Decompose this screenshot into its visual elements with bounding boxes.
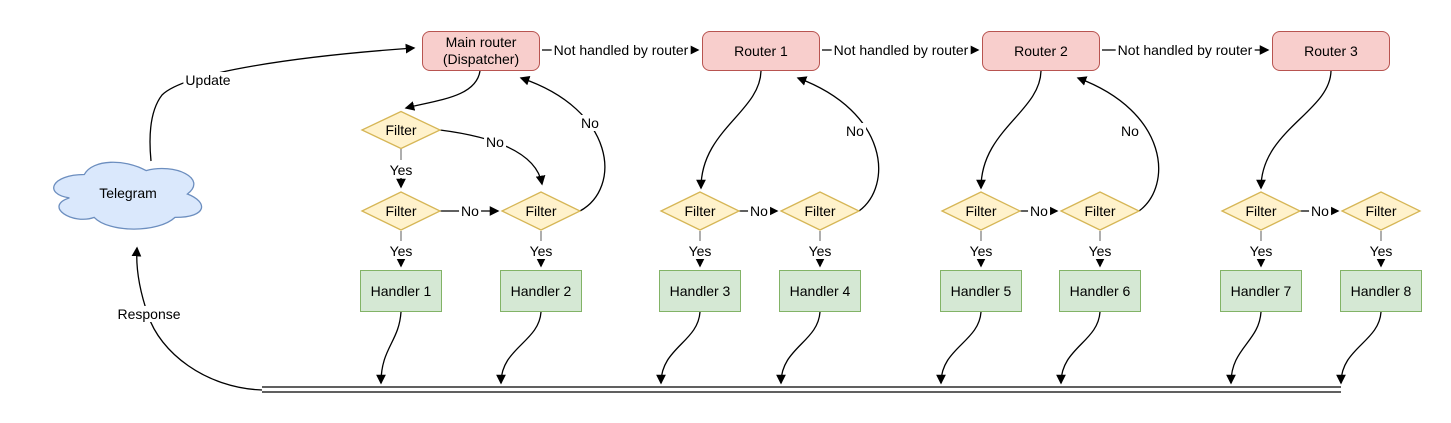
- filter-label-dispatcher-top: Filter: [385, 122, 417, 138]
- no-return-dispatcher-arrow: [519, 76, 606, 212]
- telegram-cloud-shape: [53, 161, 203, 230]
- handler8-label: Handler 8: [1350, 283, 1412, 299]
- handler3-label: Handler 3: [669, 283, 731, 299]
- router2-node: Router 2: [982, 31, 1100, 71]
- handler7-out-arrow: [1226, 311, 1262, 385]
- handler6-node: Handler 6: [1059, 270, 1141, 312]
- filter-label-col2: Filter: [525, 203, 557, 219]
- no-label-top-filter: No: [484, 134, 506, 150]
- no-label-return-dispatcher: No: [579, 115, 601, 131]
- handler6-label: Handler 6: [1069, 283, 1131, 299]
- filter-label-col5: Filter: [965, 203, 997, 219]
- not-handled-label-3: Not handled by router: [1115, 42, 1255, 58]
- filter-label-col7: Filter: [1245, 203, 1277, 219]
- no-label-pair-2: No: [748, 203, 770, 219]
- main-router-node: Main router (Dispatcher): [422, 31, 540, 71]
- router1-node: Router 1: [702, 31, 820, 71]
- handler4-node: Handler 4: [779, 270, 861, 312]
- router2-label: Router 2: [1014, 42, 1068, 59]
- handler2-label: Handler 2: [510, 283, 572, 299]
- yes-label-col3: Yes: [686, 243, 714, 259]
- yes-label-col1: Yes: [387, 243, 415, 259]
- no-return-router1-arrow: [796, 76, 880, 212]
- dispatcher-to-filter-arrow: [404, 70, 481, 111]
- handler5-out-arrow: [936, 311, 982, 385]
- no-label-pair-3: No: [1028, 203, 1050, 219]
- handler6-out-arrow: [1056, 311, 1101, 385]
- no-label-return-router2: No: [1119, 123, 1141, 139]
- telegram-cloud-label: Telegram: [99, 185, 157, 201]
- handler8-node: Handler 8: [1340, 270, 1422, 312]
- filter-diamond-col1: [360, 191, 442, 231]
- update-arrow: [149, 43, 416, 162]
- handler5-node: Handler 5: [940, 270, 1022, 312]
- handler1-out-arrow: [376, 311, 402, 385]
- handler4-out-arrow: [776, 311, 821, 385]
- filter-diamond-col4: [779, 191, 861, 231]
- handler1-label: Handler 1: [370, 283, 432, 299]
- filter-diamond-dispatcher-top: [360, 110, 442, 150]
- filter-diamond-col2: [500, 191, 582, 231]
- handler2-node: Handler 2: [500, 270, 582, 312]
- response-arrow: [131, 246, 263, 391]
- yes-label-col8: Yes: [1367, 243, 1395, 259]
- filter-diamond-col3: [659, 191, 741, 231]
- yes-label-top-filter: Yes: [387, 162, 415, 178]
- main-router-label-line2: (Dispatcher): [442, 51, 520, 67]
- no-label-pair-1: No: [459, 203, 481, 219]
- filter-label-col1: Filter: [385, 203, 417, 219]
- no-label-pair-4: No: [1309, 203, 1331, 219]
- filter-label-col8: Filter: [1365, 203, 1397, 219]
- router3-label: Router 3: [1304, 42, 1358, 59]
- filter-diamond-col5: [940, 191, 1022, 231]
- router1-label: Router 1: [734, 42, 788, 59]
- filter-diamond-col7: [1220, 191, 1302, 231]
- router3-node: Router 3: [1272, 31, 1390, 71]
- handler2-out-arrow: [496, 311, 542, 385]
- yes-label-col7: Yes: [1247, 243, 1275, 259]
- filter-label-col6: Filter: [1084, 203, 1116, 219]
- no-return-router2-arrow: [1076, 76, 1160, 212]
- handler7-node: Handler 7: [1220, 270, 1302, 312]
- handler5-label: Handler 5: [950, 283, 1012, 299]
- filter-no-curve-arrow: [439, 129, 546, 186]
- filter-label-col4: Filter: [804, 203, 836, 219]
- handler1-node: Handler 1: [360, 270, 442, 312]
- filter-diamond-col8: [1340, 191, 1422, 231]
- router2-to-filter-arrow: [976, 70, 1042, 190]
- yes-label-col4: Yes: [806, 243, 834, 259]
- handler8-out-arrow: [1336, 311, 1382, 385]
- yes-label-col5: Yes: [967, 243, 995, 259]
- yes-label-col2: Yes: [527, 243, 555, 259]
- handler3-out-arrow: [656, 311, 701, 385]
- filter-diamond-col6: [1059, 191, 1141, 231]
- handler7-label: Handler 7: [1230, 283, 1292, 299]
- update-edge-label: Update: [183, 72, 233, 88]
- yes-label-col6: Yes: [1086, 243, 1114, 259]
- router1-to-filter-arrow: [696, 70, 762, 190]
- response-edge-label: Response: [115, 306, 183, 322]
- filter-label-col3: Filter: [684, 203, 716, 219]
- handler3-node: Handler 3: [659, 270, 741, 312]
- not-handled-label-2: Not handled by router: [831, 42, 971, 58]
- handler4-label: Handler 4: [789, 283, 851, 299]
- not-handled-label-1: Not handled by router: [551, 42, 691, 58]
- router3-to-filter-arrow: [1256, 70, 1332, 190]
- no-label-return-router1: No: [844, 123, 866, 139]
- main-router-label-line1: Main router: [445, 34, 517, 50]
